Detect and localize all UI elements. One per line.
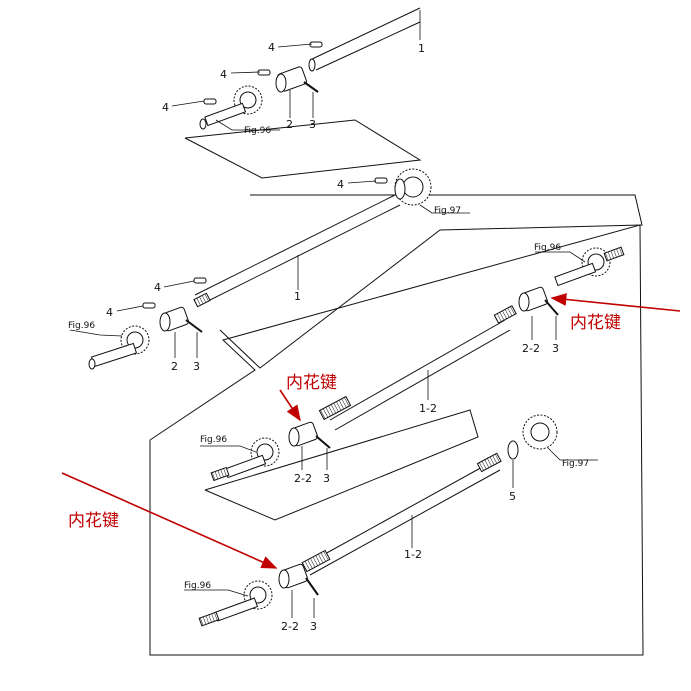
middle-shaft-assembly xyxy=(88,168,432,370)
part-label: 5 xyxy=(509,490,516,503)
middle-leader-lines xyxy=(69,180,470,358)
fig-reference: Fig.96 xyxy=(200,435,227,445)
right-leader-lines xyxy=(427,251,586,400)
bottom-shaft-assembly xyxy=(198,414,558,627)
part-label: 4 xyxy=(106,306,113,319)
lower-middle-assembly xyxy=(210,395,352,482)
annotation-spline-key: 内花键 xyxy=(570,313,621,333)
part-label: 2-2 xyxy=(281,620,299,633)
part-label: 1-2 xyxy=(404,548,422,561)
part-label: 4 xyxy=(162,101,169,114)
part-label: 3 xyxy=(323,472,330,485)
top-shaft-assembly xyxy=(199,7,421,130)
part-label: 1 xyxy=(418,42,425,55)
part-label: 4 xyxy=(220,68,227,81)
top-leader-lines xyxy=(171,10,421,131)
lower-panel-frame xyxy=(149,224,644,656)
fig-reference: Fig.97 xyxy=(562,459,589,469)
part-label: 3 xyxy=(552,342,559,355)
annotation-spline-key: 内花键 xyxy=(286,373,337,393)
upper-panel-frame xyxy=(184,119,422,179)
right-shaft-assembly xyxy=(329,246,625,431)
annotation-spline-key: 内花键 xyxy=(68,511,119,531)
part-label: 2-2 xyxy=(522,342,540,355)
fig-reference: Fig.97 xyxy=(434,206,461,216)
part-label: 3 xyxy=(310,620,317,633)
part-label: 2-2 xyxy=(294,472,312,485)
lower-middle-leader-lines xyxy=(200,445,328,470)
part-label: 1 xyxy=(294,290,301,303)
part-label: 3 xyxy=(309,118,316,131)
fig-reference: Fig.96 xyxy=(68,321,95,331)
fig-reference: Fig.96 xyxy=(184,581,211,591)
part-label: 4 xyxy=(268,41,275,54)
fig-reference: Fig.96 xyxy=(244,126,271,136)
part-label: 2 xyxy=(171,360,178,373)
fig-reference: Fig.96 xyxy=(534,243,561,253)
part-label: 1-2 xyxy=(419,402,437,415)
part-label: 4 xyxy=(154,281,161,294)
annotation-arrows xyxy=(61,293,681,569)
part-label: 4 xyxy=(337,178,344,191)
middle-panel-frame xyxy=(219,194,643,369)
part-label: 3 xyxy=(193,360,200,373)
part-label: 2 xyxy=(286,118,293,131)
bottom-leader-lines xyxy=(184,447,598,618)
